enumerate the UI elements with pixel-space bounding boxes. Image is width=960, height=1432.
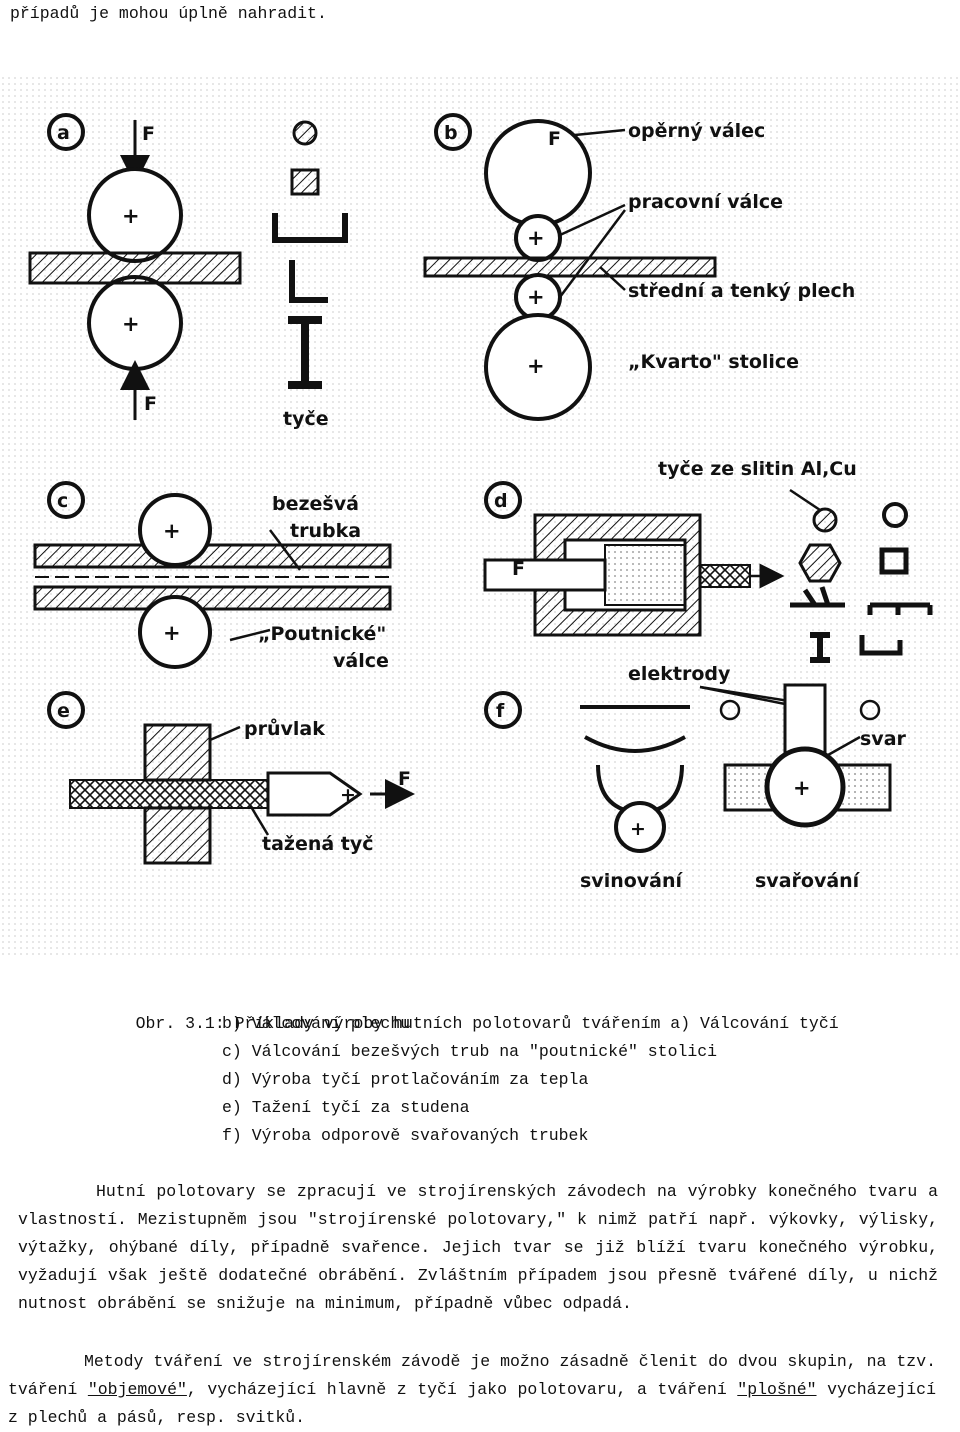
panel-a-letter: a [57, 122, 70, 144]
panel-e-letter: e [57, 700, 70, 722]
panel-f-letter: f [496, 700, 505, 722]
panel-c-letter-marker: c [47, 481, 85, 519]
backup-roll-label: opěrný válec [628, 120, 765, 142]
paragraph-1: Hutní polotovary se zpracují ve strojíre… [18, 1182, 938, 1313]
caption-item-e: e) Tažení tyčí za studena [222, 1098, 470, 1117]
top-line: případů je mohou úplně nahradit. [10, 4, 327, 23]
link-objemove[interactable]: "objemové" [87, 1380, 187, 1399]
caption-prefix: Obr. 3.1: [135, 1014, 235, 1033]
caption-item-d: d) Výroba tyčí protlačováním za tepla [222, 1070, 589, 1089]
force-label-e: F [398, 768, 411, 790]
caption-item-c: c) Válcování bezešvých trub na "poutnick… [222, 1042, 718, 1061]
svg-text:+: + [527, 354, 545, 378]
panel-a-letter-marker: a [47, 113, 85, 151]
backup-roll-bottom [484, 313, 592, 421]
coiling-label: svinování [580, 870, 684, 892]
work-rolls-label: pracovní válce [628, 191, 783, 213]
paragraph-2: Metody tváření ve strojírenském závodě j… [8, 1348, 936, 1432]
pilger-rolls-label-line1: „Poutnické" [258, 623, 386, 645]
sheet-label: střední a tenký plech [628, 280, 855, 302]
svg-text:+: + [527, 285, 545, 309]
tube-label-line2: trubka [290, 520, 361, 542]
caption-item-f: f) Výroba odporově svařovaných trubek [222, 1126, 589, 1145]
link-plosne[interactable]: "plošné" [737, 1380, 817, 1399]
panel-e-cold-drawing: e + F průvlak tažená tyč [47, 691, 415, 865]
force-label-b: F [548, 128, 561, 150]
alloy-bars-label: tyče ze slitin Al,Cu [658, 458, 857, 480]
panel-f-resistance-welded-tubes: f elektrody + svinování + svar svařování [484, 663, 907, 892]
paragraph-2-part-2: , vycházející hlavně z tyčí jako polotov… [186, 1380, 738, 1399]
svg-text:+: + [163, 519, 181, 543]
panel-c-seamless-tube: c + + bezešvá trubka „Poutnické" válce [33, 481, 392, 672]
welding-label: svařování [755, 870, 861, 892]
svg-text:+: + [527, 226, 545, 250]
svg-text:+: + [122, 312, 140, 336]
caption-item-b: b) Válcování plechu [222, 1014, 411, 1033]
panel-a-rod-rolling: a F + + F tyče [28, 113, 348, 430]
pilger-roll-bottom [138, 595, 212, 669]
panel-d-extrusion: d F tyče ze slitin Al,Cu [483, 458, 933, 663]
paragraph-2-part-3: vycházející z plechů a pásů, resp. svitk… [8, 1380, 936, 1427]
panel-b-letter-marker: b [434, 113, 472, 151]
panel-d-letter: d [494, 490, 508, 512]
svg-text:+: + [630, 818, 646, 840]
backup-roll-top [484, 119, 592, 227]
figure-3-1: a F + + F tyče b F + + + [0, 75, 960, 955]
panel-e-letter-marker: e [47, 691, 85, 729]
svg-text:+: + [340, 784, 356, 806]
panel-c-letter: c [57, 490, 68, 512]
mill-label: „Kvarto" stolice [628, 351, 799, 373]
paragraph-2-part-1: Metody tváření ve strojírenském závodě j… [8, 1352, 936, 1399]
svg-text:+: + [793, 776, 811, 800]
panel-d-letter-marker: d [484, 481, 522, 519]
force-label-a-top: F [142, 123, 155, 145]
svg-text:+: + [122, 204, 140, 228]
die-label: průvlak [244, 717, 325, 740]
panel-b-plate-rolling: b F + + + opěrný válec pracovní válce st… [423, 113, 855, 421]
sheet [423, 256, 717, 278]
panel-f-letter-marker: f [484, 691, 522, 729]
svg-text:+: + [163, 621, 181, 645]
rolled-bar [28, 251, 242, 285]
bar-profiles: tyče [272, 120, 348, 430]
drawn-rod-label: tažená tyč [262, 833, 374, 855]
pilger-rolls-label-line2: válce [333, 650, 389, 672]
force-label-d: F [512, 558, 525, 580]
pilger-roll-top [138, 493, 212, 567]
electrodes-label: elektrody [628, 663, 731, 685]
panel-b-letter: b [444, 122, 458, 144]
weld-label: svar [860, 728, 907, 750]
extruded-profiles [790, 502, 933, 663]
caption-item-a: Příklady výroby hutních polotovarů tváře… [234, 1014, 839, 1033]
tube-label-line1: bezešvá [272, 493, 359, 515]
bars-label: tyče [283, 408, 329, 430]
force-label-a-bottom: F [144, 393, 157, 415]
